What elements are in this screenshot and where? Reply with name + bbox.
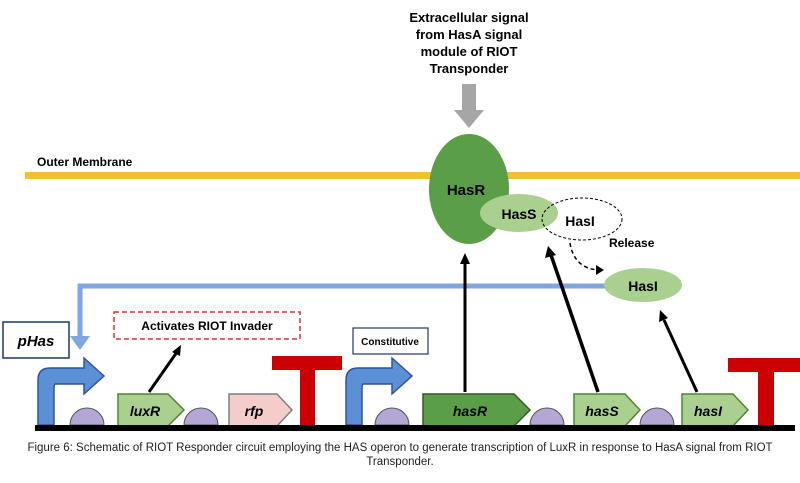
terminator-1 [272, 356, 342, 426]
release-label: Release [609, 236, 655, 250]
luxr-activation-arrow [147, 351, 179, 393]
gene-rfp-label: rfp [245, 403, 264, 419]
activates-label: Activates RIOT Invader [141, 319, 273, 333]
hasi-bound-label: HasI [565, 213, 595, 229]
promoter-phas [37, 356, 106, 426]
outer-membrane [25, 172, 800, 179]
gene-hass [573, 393, 642, 427]
gene-hasi-label: hasI [694, 403, 723, 419]
constitutive-box [352, 327, 429, 355]
signal-line-2: from HasA signal [416, 27, 522, 42]
rbs-1 [69, 407, 105, 426]
promoter-constitutive [345, 356, 414, 426]
signal-arrow [454, 84, 484, 128]
rbs-2 [183, 407, 219, 426]
release-arrow [569, 242, 599, 271]
hasi-free-label: HasI [628, 278, 658, 294]
hass-protein-label: HasS [501, 206, 536, 222]
luxr-activation-arrowhead [172, 345, 181, 356]
hass-expression-arrowhead [545, 246, 556, 258]
signal-line-1: Extracellular signal [409, 10, 528, 25]
hasr-expression-arrowhead [460, 253, 470, 264]
hasi-free-protein [604, 268, 682, 302]
hasi-expression-arrowhead [659, 310, 668, 322]
membrane-label: Outer Membrane [37, 155, 133, 169]
rbs-3 [374, 407, 410, 426]
signal-line-4: Transponder [430, 61, 509, 76]
gene-hasr-label: hasR [453, 403, 488, 419]
gene-rfp [228, 393, 294, 427]
terminator-2 [728, 358, 800, 426]
dna-backbone [35, 425, 795, 431]
hasr-protein-label: HasR [447, 182, 486, 199]
gene-hasi [681, 393, 750, 427]
release-arrowhead [596, 265, 604, 275]
constitutive-label: Constitutive [361, 337, 419, 348]
signal-line-3: module of RIOT [421, 44, 518, 59]
hasi-bound-protein [541, 197, 623, 241]
gene-luxr-label: luxR [130, 403, 161, 419]
rbs-4 [529, 407, 565, 426]
hass-expression-arrow [549, 254, 600, 393]
feedback-arrowhead [70, 336, 90, 350]
hass-protein [480, 194, 558, 232]
phas-label: pHas [17, 333, 55, 350]
gene-luxr [117, 393, 186, 427]
gene-hass-label: hasS [585, 403, 619, 419]
rbs-5 [639, 407, 675, 426]
phas-box [2, 321, 70, 359]
hasi-expression-arrow [662, 319, 699, 393]
gene-hasr [422, 393, 532, 427]
figure-caption: Figure 6: Schematic of RIOT Responder ci… [27, 442, 773, 468]
feedback-line [77, 283, 608, 342]
signal-label: Extracellular signal from HasA signal mo… [409, 10, 528, 76]
activates-box [113, 311, 301, 340]
